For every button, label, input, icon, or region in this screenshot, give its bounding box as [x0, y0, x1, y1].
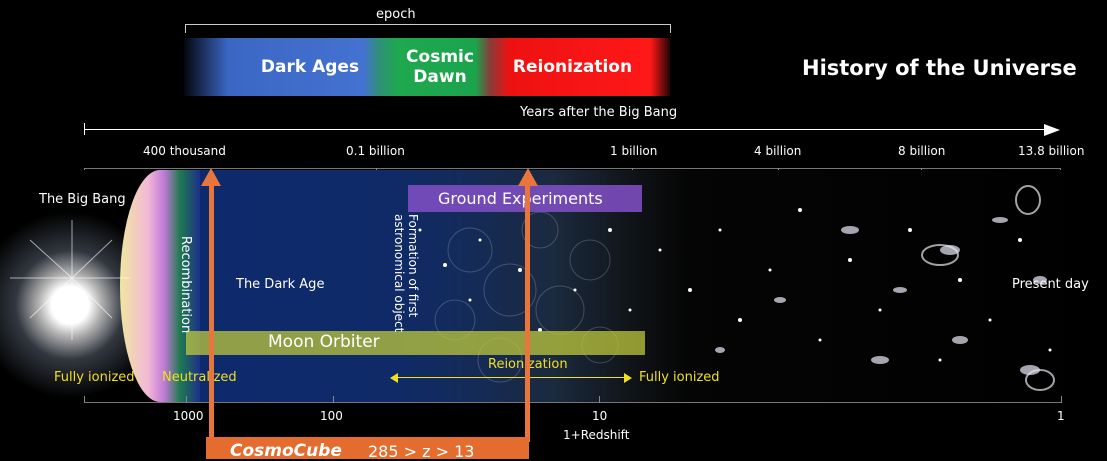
neutralized-label: Neutralized	[162, 370, 237, 385]
arrow-left-icon	[390, 373, 398, 383]
top-scale-line	[84, 168, 1061, 169]
time-tick-0-1-billion: 0.1 billion	[346, 144, 405, 158]
time-axis-arrow-icon	[1044, 124, 1060, 136]
time-tick-4-billion: 4 billion	[754, 144, 802, 158]
redshift-tickmark	[333, 396, 334, 403]
dark-age-label: The Dark Age	[236, 277, 325, 292]
time-tick-13-8-billion: 13.8 billion	[1018, 144, 1085, 158]
cosmocube-right-arrow-shaft	[525, 184, 530, 442]
redshift-tickmark	[1061, 396, 1062, 403]
cosmocube-range: 285 > z > 13	[368, 442, 475, 461]
formation-label: Formation of first astronomical object	[392, 214, 420, 333]
redshift-tickmark	[599, 396, 600, 403]
cosmocube-banner	[206, 437, 529, 459]
time-tick-8-billion: 8 billion	[898, 144, 946, 158]
page-title: History of the Universe	[802, 56, 1077, 80]
ground-experiments-label: Ground Experiments	[438, 189, 603, 208]
redshift-tickmark	[186, 396, 187, 403]
cosmocube-left-arrow-shaft	[209, 184, 214, 442]
moon-orbiter-label: Moon Orbiter	[268, 332, 380, 352]
epoch-bracket	[185, 24, 671, 33]
redshift-tick-1: 1	[1057, 409, 1065, 423]
time-axis-label: Years after the Big Bang	[520, 105, 678, 120]
redshift-tick-100: 100	[320, 409, 343, 423]
redshift-axis-line	[84, 402, 1061, 403]
moon-orbiter-bar	[186, 331, 645, 355]
present-day-label: Present day	[1012, 277, 1089, 292]
arrow-up-icon	[518, 168, 538, 186]
redshift-tickmark	[84, 396, 85, 403]
arrow-up-icon	[201, 168, 221, 186]
redshift-axis-label: 1+Redshift	[563, 428, 630, 442]
epoch-reionization: Reionization	[512, 57, 633, 77]
redshift-tick-10: 10	[592, 409, 608, 423]
epoch-dark-ages: Dark Ages	[260, 57, 360, 77]
epoch-label: epoch	[376, 7, 416, 22]
reionization-arrow-line	[398, 377, 624, 378]
epoch-cosmic-dawn: Cosmic Dawn	[406, 47, 474, 87]
time-axis-line	[84, 129, 1054, 130]
fully-ionized-left-label: Fully ionized	[54, 370, 135, 385]
recombination-label: Recombination	[178, 236, 193, 334]
cosmocube-name: CosmoCube	[230, 441, 342, 461]
big-bang-label: The Big Bang	[39, 192, 126, 207]
galaxy-field	[10, 185, 1055, 391]
time-tick-400-thousand: 400 thousand	[143, 144, 226, 158]
time-tick-1-billion: 1 billion	[610, 144, 658, 158]
cmb-shell	[120, 170, 200, 402]
time-axis-start-tick	[84, 123, 85, 135]
epoch-bar	[184, 38, 670, 96]
fully-ionized-right-label: Fully ionized	[639, 370, 720, 385]
redshift-tick-1000: 1000	[173, 409, 204, 423]
arrow-right-icon	[624, 373, 632, 383]
